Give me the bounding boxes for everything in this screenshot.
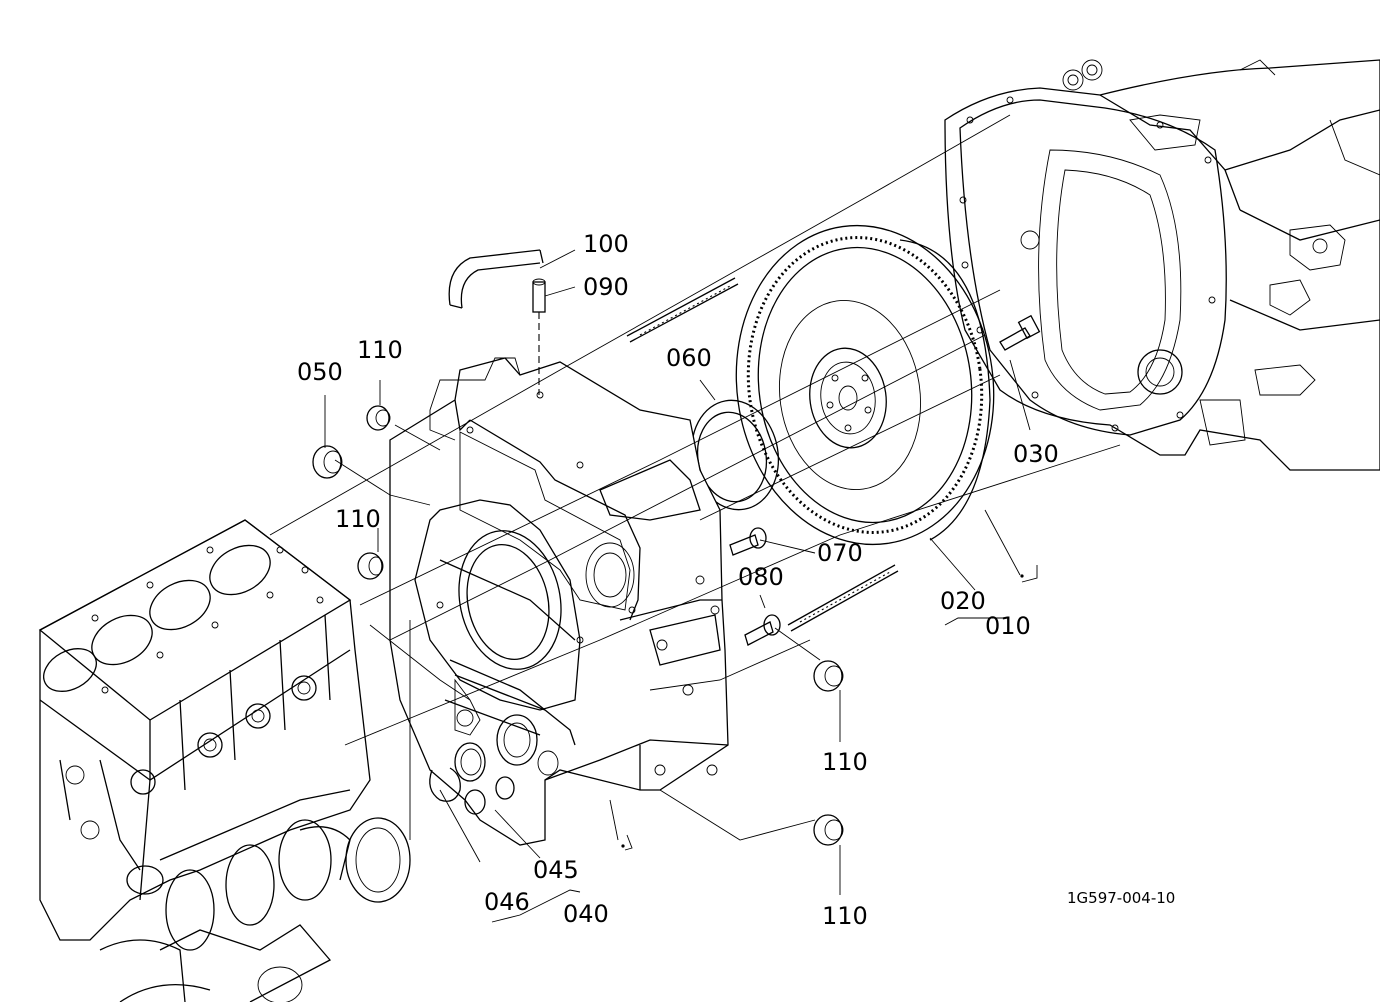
engine-block [38,519,371,941]
plug-middle-left [357,552,384,580]
seal [454,742,559,815]
flywheel-assembly [735,224,995,546]
part-labels: 100 090 110 050 060 110 030 070 080 020 … [297,230,1175,930]
plug [312,445,343,479]
bolt-070 [729,527,767,556]
label-010: 010 [985,612,1031,640]
drawing-code: 1G597-004-10 [1067,889,1175,907]
label-100: 100 [583,230,629,258]
pipe-joint [532,278,546,313]
label-110-lower-right: 110 [822,748,868,776]
label-046: 046 [484,888,530,916]
stud-upper [626,277,739,343]
plug-lower-right [813,660,844,692]
label-070: 070 [817,539,863,567]
plug-bottom-right [813,814,844,846]
label-030: 030 [1013,440,1059,468]
label-050: 050 [297,358,343,386]
label-045: 045 [533,856,579,884]
circlip [429,767,461,802]
label-090: 090 [583,273,629,301]
label-110-upper: 110 [357,336,403,364]
label-110-middle: 110 [335,505,381,533]
label-110-bottom: 110 [822,902,868,930]
label-020: 020 [940,587,986,615]
hose [448,249,544,309]
plug-upper [366,405,391,431]
label-080: 080 [738,563,784,591]
label-060: 060 [666,344,712,372]
label-040: 040 [563,900,609,928]
flywheel-housing [389,357,729,846]
bolt-080 [744,614,781,646]
stud-lower [787,564,899,632]
bolt [999,314,1041,351]
crankshaft [99,817,411,1002]
transmission-housing [944,59,1380,471]
leader-lines [269,114,1121,923]
